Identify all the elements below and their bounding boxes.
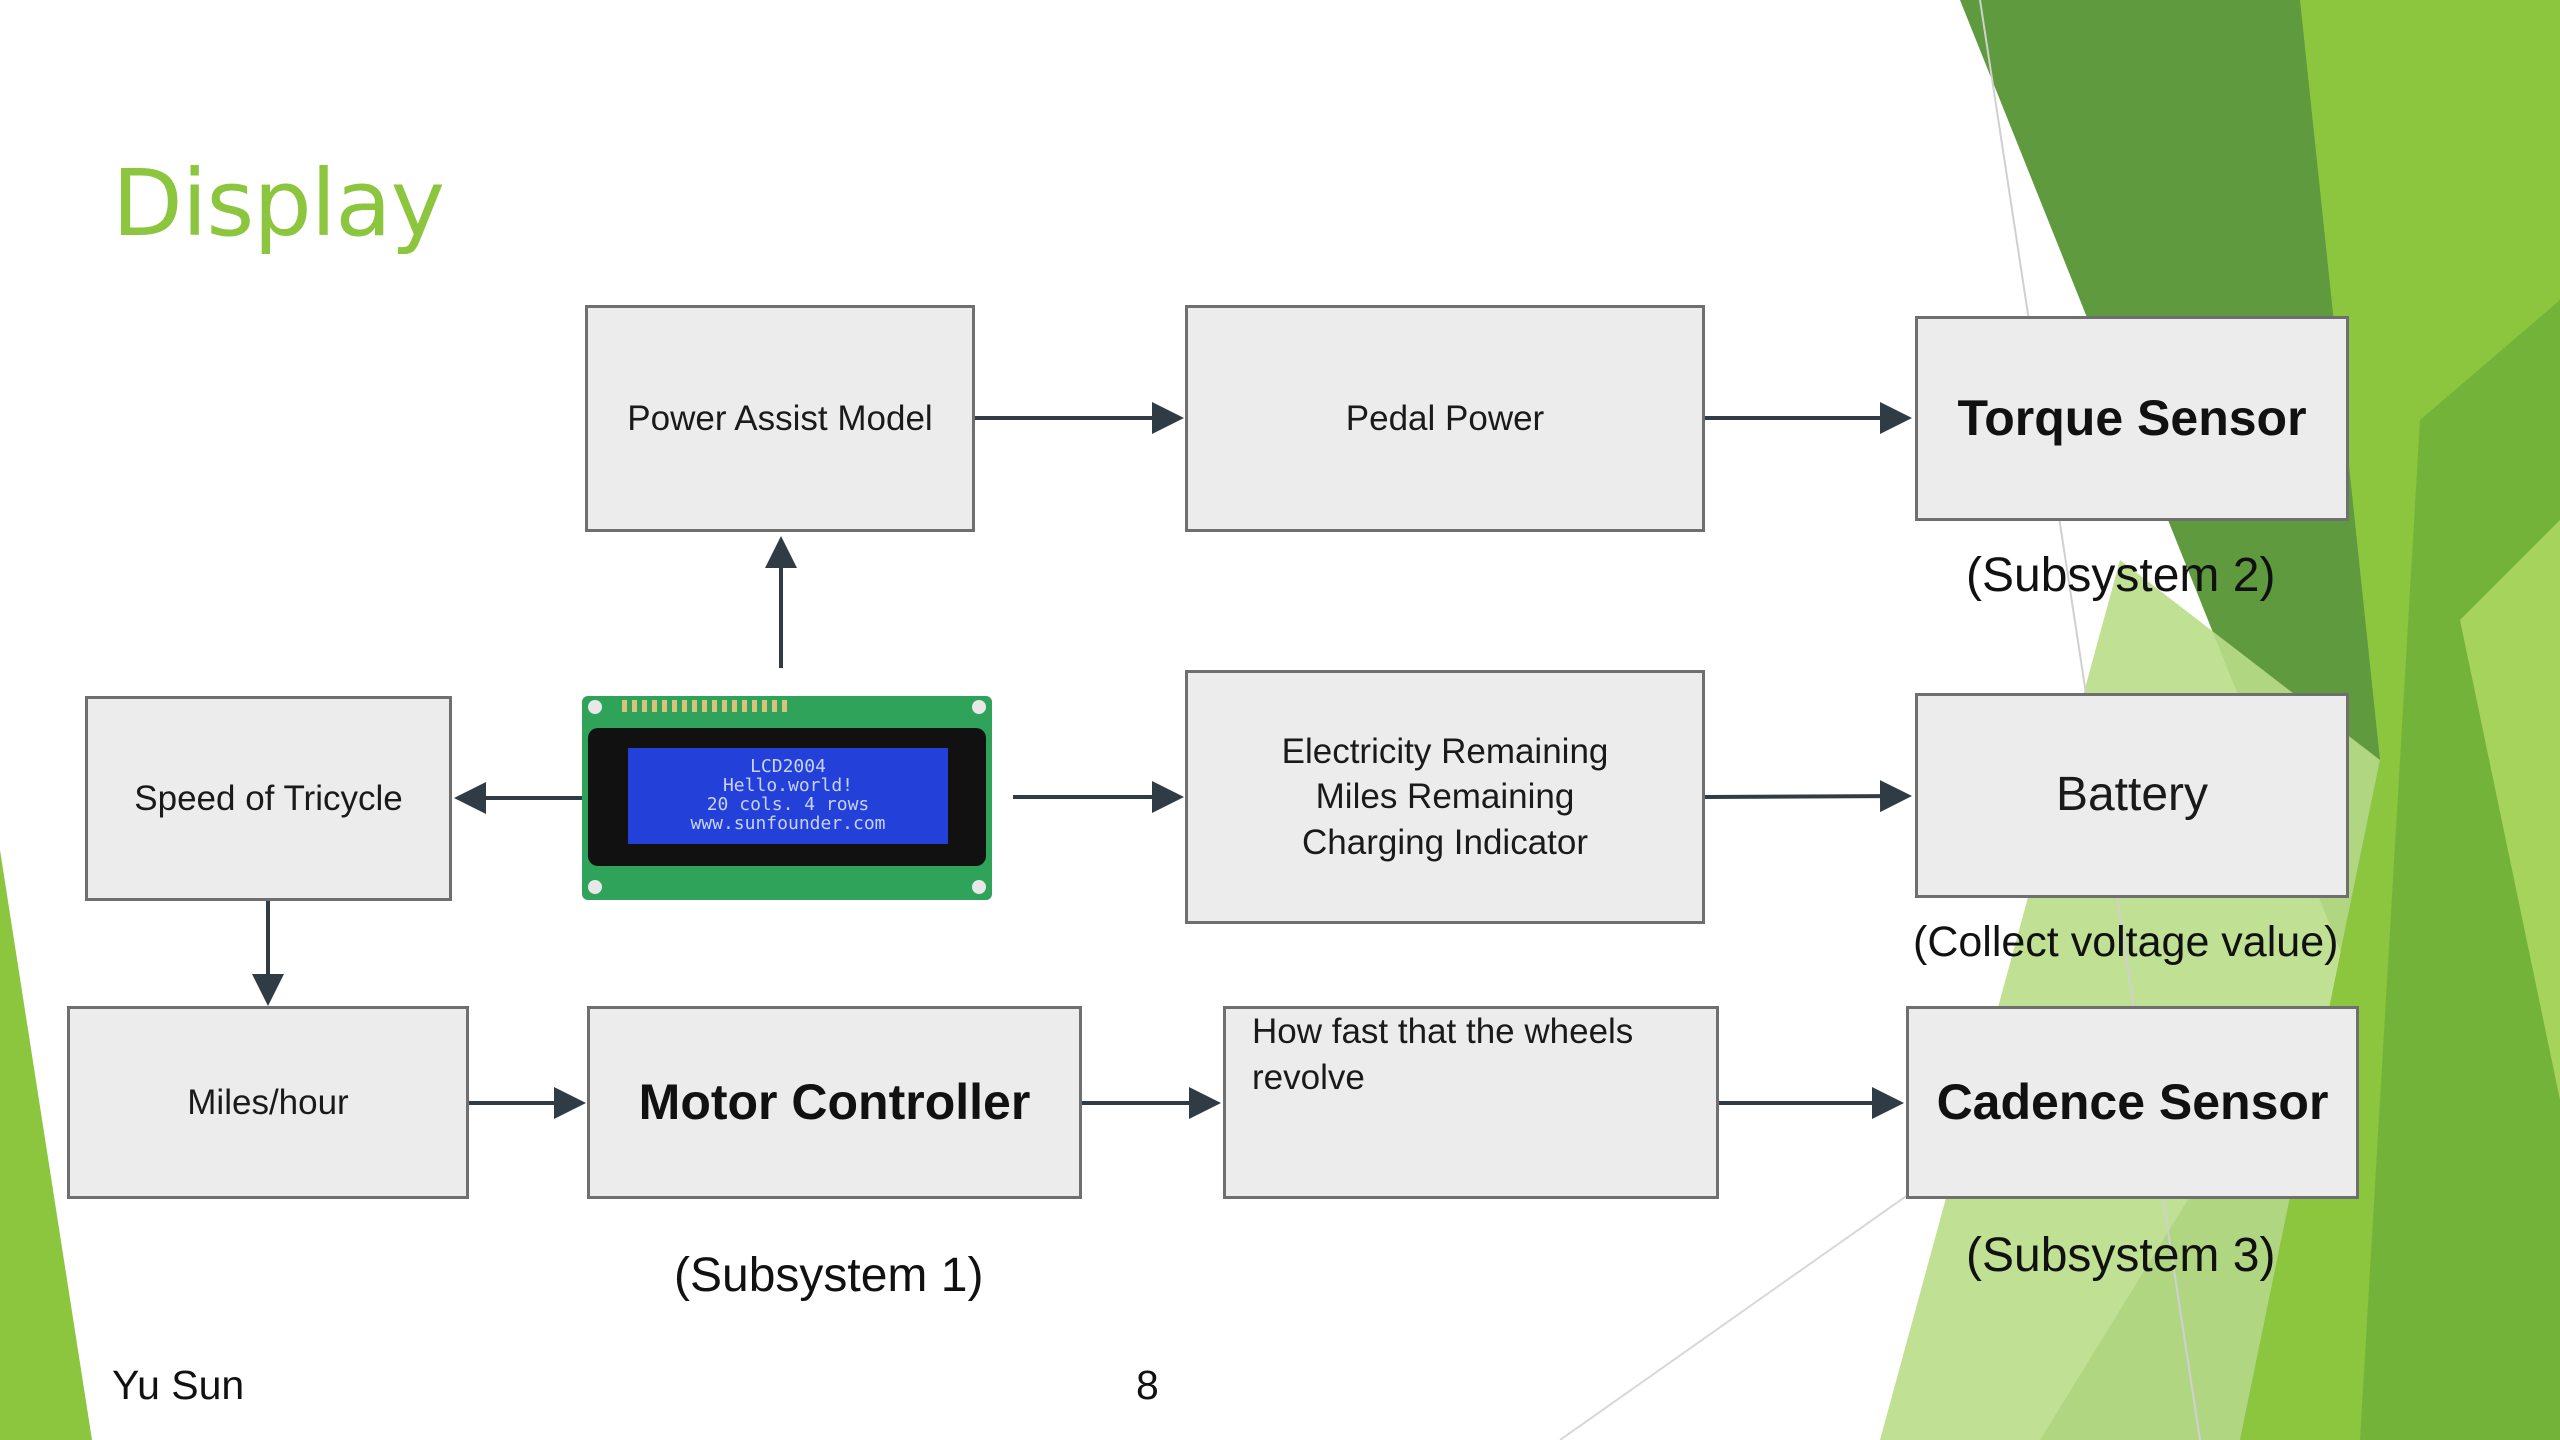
speed-of-tricycle-label: Speed of Tricycle bbox=[134, 778, 403, 818]
charging-indicator-label: Charging Indicator bbox=[1302, 822, 1588, 862]
pedal-power-label: Pedal Power bbox=[1345, 398, 1545, 438]
miles-hour-label: Miles/hour bbox=[187, 1082, 349, 1122]
subsystem-1-caption: (Subsystem 1) bbox=[674, 1249, 984, 1302]
power-assist-model-label: Power Assist Model bbox=[627, 398, 933, 438]
wheels-revolve-label-line-1: How fast that the wheels bbox=[1252, 1012, 1634, 1051]
cadence-sensor-label: Cadence Sensor bbox=[1936, 1074, 2329, 1130]
lcd-screen: LCD2004 Hello.world! 20 cols. 4 rows www… bbox=[628, 748, 948, 844]
motor-controller-box: Motor Controller bbox=[587, 1006, 1082, 1199]
lcd-line-4: www.sunfounder.com bbox=[690, 812, 886, 834]
speed-of-tricycle-box: Speed of Tricycle bbox=[85, 696, 452, 901]
lcd-display-image: LCD2004 Hello.world! 20 cols. 4 rows www… bbox=[582, 696, 992, 900]
page-number: 8 bbox=[1136, 1362, 1159, 1408]
lcd-mount-hole bbox=[972, 880, 986, 894]
subsystem-3-caption: (Subsystem 3) bbox=[1966, 1229, 2276, 1282]
left-green-shape bbox=[0, 850, 92, 1440]
arrow-electricity-to-battery bbox=[1704, 780, 1912, 813]
miles-hour-box: Miles/hour bbox=[67, 1006, 469, 1199]
motor-controller-label: Motor Controller bbox=[638, 1074, 1031, 1130]
electricity-remaining-box: Electricity Remaining Miles Remaining Ch… bbox=[1185, 670, 1705, 924]
electricity-remaining-label: Electricity Remaining bbox=[1281, 731, 1609, 771]
author-name: Yu Sun bbox=[112, 1362, 245, 1408]
lcd-line-1: LCD2004 bbox=[750, 756, 826, 778]
right-bright-shape bbox=[2460, 520, 2560, 1100]
lcd-mount-hole bbox=[972, 700, 986, 714]
battery-box: Battery bbox=[1915, 693, 2349, 898]
torque-sensor-label: Torque Sensor bbox=[1957, 390, 2307, 446]
battery-label: Battery bbox=[2055, 768, 2209, 822]
wheels-revolve-box: How fast that the wheels revolve bbox=[1223, 1006, 1719, 1199]
wheels-revolve-label-line-2: revolve bbox=[1252, 1057, 1365, 1097]
slide-title: Display bbox=[112, 150, 445, 257]
collect-voltage-caption: (Collect voltage value) bbox=[1913, 918, 2339, 966]
torque-sensor-box: Torque Sensor bbox=[1915, 316, 2349, 521]
subsystem-2-caption: (Subsystem 2) bbox=[1966, 549, 2276, 602]
lcd-line-2: Hello.world! bbox=[722, 775, 854, 797]
lcd-mount-hole bbox=[588, 880, 602, 894]
power-assist-model-box: Power Assist Model bbox=[585, 305, 975, 532]
lcd-mount-hole bbox=[588, 700, 602, 714]
lcd-line-3: 20 cols. 4 rows bbox=[706, 794, 870, 815]
miles-remaining-label: Miles Remaining bbox=[1315, 777, 1575, 817]
pedal-power-box: Pedal Power bbox=[1185, 305, 1705, 532]
lcd-frame: LCD2004 Hello.world! 20 cols. 4 rows www… bbox=[588, 728, 986, 866]
lcd-pin-header bbox=[622, 700, 792, 712]
cadence-sensor-box: Cadence Sensor bbox=[1906, 1006, 2359, 1199]
